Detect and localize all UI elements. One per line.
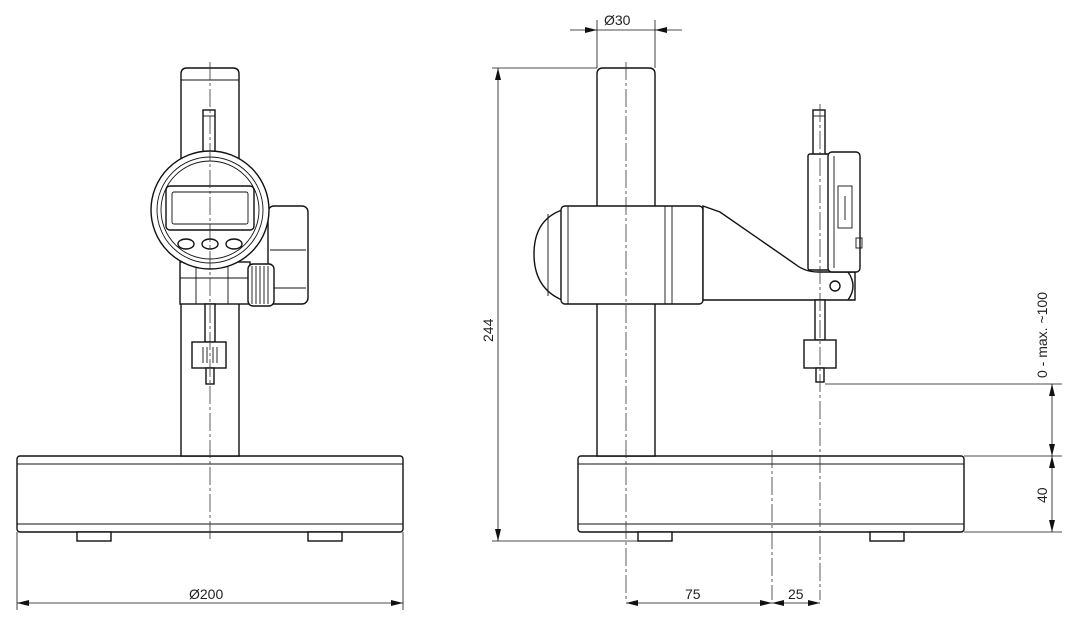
front-foot-left [76, 531, 112, 542]
front-knurled-knob [247, 263, 275, 307]
side-arm [702, 205, 856, 301]
dim-offset-probe: 25 [788, 586, 804, 602]
side-foot-left [637, 531, 673, 542]
dim-base-height: 40 [1034, 487, 1050, 503]
dim-offset-column: 75 [685, 586, 701, 602]
dial-button-1 [177, 238, 195, 250]
dim-measuring-range: 0 - max. ~100 [1034, 292, 1050, 378]
front-probe-tip-holder [191, 341, 227, 369]
side-arm-screw [829, 280, 841, 292]
front-foot-right [307, 531, 343, 542]
dimensions: Ø30 244 Ø200 75 25 0 - max. ~100 [16, 12, 1062, 610]
front-view [16, 62, 404, 542]
front-knob-housing [267, 205, 309, 305]
side-view [533, 62, 965, 600]
side-clamp-block [560, 205, 704, 305]
side-indicator-stem [812, 109, 826, 157]
dim-base-diameter: Ø200 [189, 586, 223, 602]
dim-overall-height: 244 [480, 318, 496, 342]
side-base [577, 455, 965, 533]
side-foot-right [869, 531, 905, 542]
dim-column-diameter: Ø30 [604, 12, 631, 28]
side-indicator-body [827, 151, 861, 273]
side-indicator-shaft [807, 153, 831, 271]
dial-button-3 [225, 238, 243, 250]
